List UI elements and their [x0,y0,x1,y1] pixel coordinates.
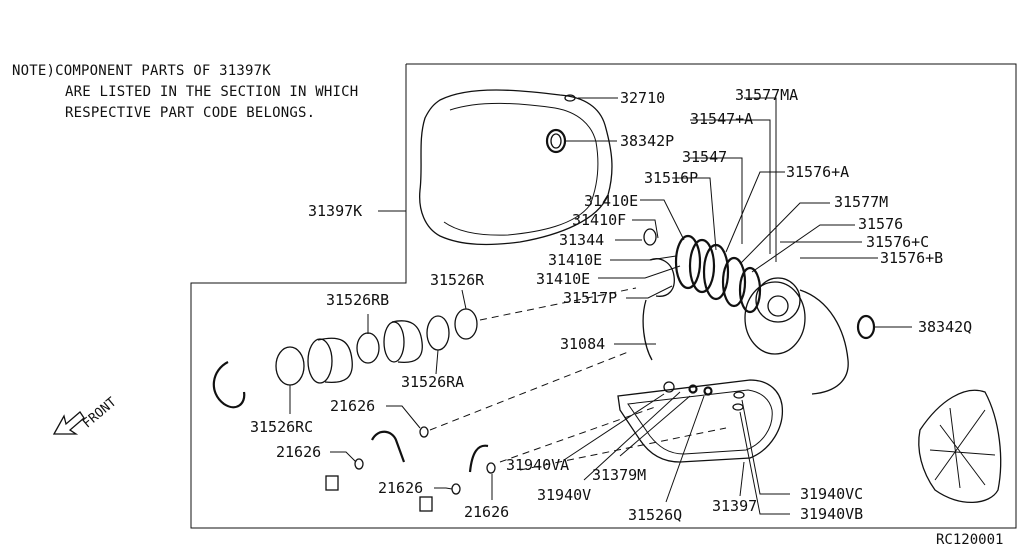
label-31526rb: 31526RB [326,291,390,309]
washer-21626-3 [451,483,461,495]
label-31940vb: 31940VB [800,505,864,523]
label-31397k: 31397K [308,202,363,220]
dash-link-pipe-2 [499,405,659,463]
label-21626-2: 21626 [276,443,322,461]
valve-31940vc-shape [733,391,745,399]
bolt-b-shape [419,496,433,512]
label-31410e-2: 31410E [548,251,603,269]
snap-ring-shape [212,361,246,409]
torque-converter-shield [918,389,1002,503]
label-31940vc: 31940VC [800,485,864,503]
note-line-3: RESPECTIVE PART CODE BELONGS. [65,105,316,121]
plate-31576b-shape [744,281,806,355]
washer-21626-4 [486,462,496,474]
seal-38342p-inner [550,133,562,149]
label-31379m: 31379M [592,466,647,484]
oil-pan-31397-shape [617,379,784,463]
transmission-case-inner [443,102,599,236]
label-31547: 31547 [682,148,728,166]
drum-31526ra-shape [391,320,423,364]
valve-31940vb-shape [732,403,744,411]
ring-31526rb-shape [356,332,380,364]
leader-lines [289,97,912,515]
o-ring-31344-shape [643,228,657,246]
label-31344: 31344 [559,231,605,249]
diagram-code: RC120001 [936,532,1004,548]
seal-38342q-shape [856,314,876,340]
label-31940va: 31940VA [506,456,570,474]
label-31084: 31084 [560,335,606,353]
magnet-31379m-shape [663,381,675,393]
label-38342q: 38342Q [918,318,973,336]
seal-38342p-shape [545,128,567,154]
plug-32710-shape [564,94,576,102]
clutch-hub-inner [767,295,789,317]
dash-link-31526r [479,287,637,321]
assembly-frame [190,63,1017,529]
label-31517p: 31517P [563,289,618,307]
label-31526rc: 31526RC [250,418,314,436]
label-31526ra: 31526RA [401,373,465,391]
label-31516p: 31516P [644,169,699,187]
converter-housing-shape [642,289,849,395]
label-31397: 31397 [712,497,758,515]
label-32710: 32710 [620,89,666,107]
drum-31526rb-face [307,338,333,384]
drum-31526ra-face [383,321,405,363]
front-arrow-shape [52,411,85,435]
label-31576a: 31576+A [786,163,850,181]
bolt-a-shape [325,475,339,491]
clutch-disc-d [721,256,747,308]
drum-31526rb-shape [317,337,353,384]
label-31526q: 31526Q [628,506,683,524]
filter-31526q-shape [688,384,698,394]
dash-link-pipe [429,351,629,431]
transmission-case-shape [419,89,613,246]
ring-31526ra-shape [426,315,450,351]
label-21626-4: 21626 [464,503,510,521]
label-31576: 31576 [858,215,904,233]
label-31410e-1: 31410E [584,192,639,210]
oil-pan-rim [627,389,773,455]
label-31576b: 31576+B [880,249,944,267]
note-line-1: NOTE)COMPONENT PARTS OF 31397K [12,63,271,79]
clutch-disc-b [688,238,716,294]
ring-31526rc-shape [275,346,305,386]
label-31547a: 31547+A [690,110,754,128]
filter-31526q-shape-2 [703,386,713,396]
label-31577m: 31577M [834,193,889,211]
washer-21626-2 [354,458,364,470]
label-31410e-3: 31410E [536,270,591,288]
ring-31526r-shape [454,308,478,340]
shield-ribs [929,407,996,489]
washer-21626-1 [419,426,429,438]
clutch-disc-a [674,234,702,290]
note-line-2: ARE LISTED IN THE SECTION IN WHICH [65,84,359,100]
label-38342p: 38342P [620,132,675,150]
label-31940v: 31940V [537,486,592,504]
label-31410f: 31410F [572,211,627,229]
label-21626-1: 21626 [330,397,376,415]
clutch-hub [755,277,801,323]
clutch-disc-e [738,266,762,314]
label-21626-3: 21626 [378,479,424,497]
label-31576c: 31576+C [866,233,930,251]
label-31577ma: 31577MA [735,86,799,104]
label-31526r: 31526R [430,271,485,289]
pipe-21626-b [468,444,489,473]
pipe-21626-a [371,430,406,463]
